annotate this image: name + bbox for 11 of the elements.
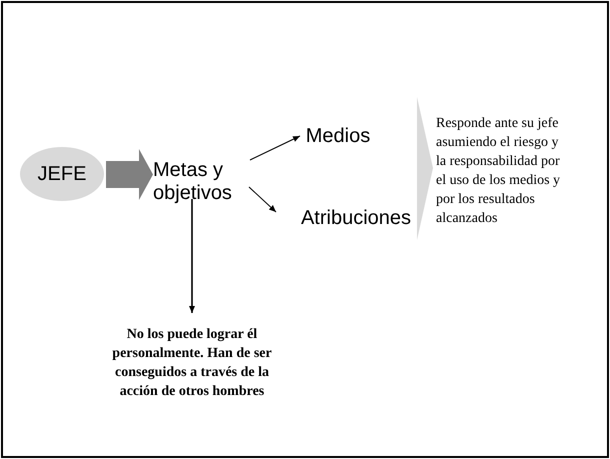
block-arrow (106, 149, 153, 200)
note-text: No los puede lograr él personalmente. Han de ser conseguidos a través de la acción de otros hombres (111, 326, 273, 401)
arrow (189, 199, 195, 313)
description-text: Responde ante su jefe asumiendo el riesgo y la responsabilidad por el uso de los medios y por los resultados alcanzados (436, 114, 562, 228)
arrow (250, 136, 300, 160)
arrow (248, 186, 276, 212)
chevron-arrow (417, 97, 433, 240)
node-label: Metas y objetivos (153, 159, 233, 205)
node-label: JEFE (38, 162, 86, 186)
node-label: Atribuciones (300, 206, 412, 230)
node-label: Medios (306, 124, 370, 148)
